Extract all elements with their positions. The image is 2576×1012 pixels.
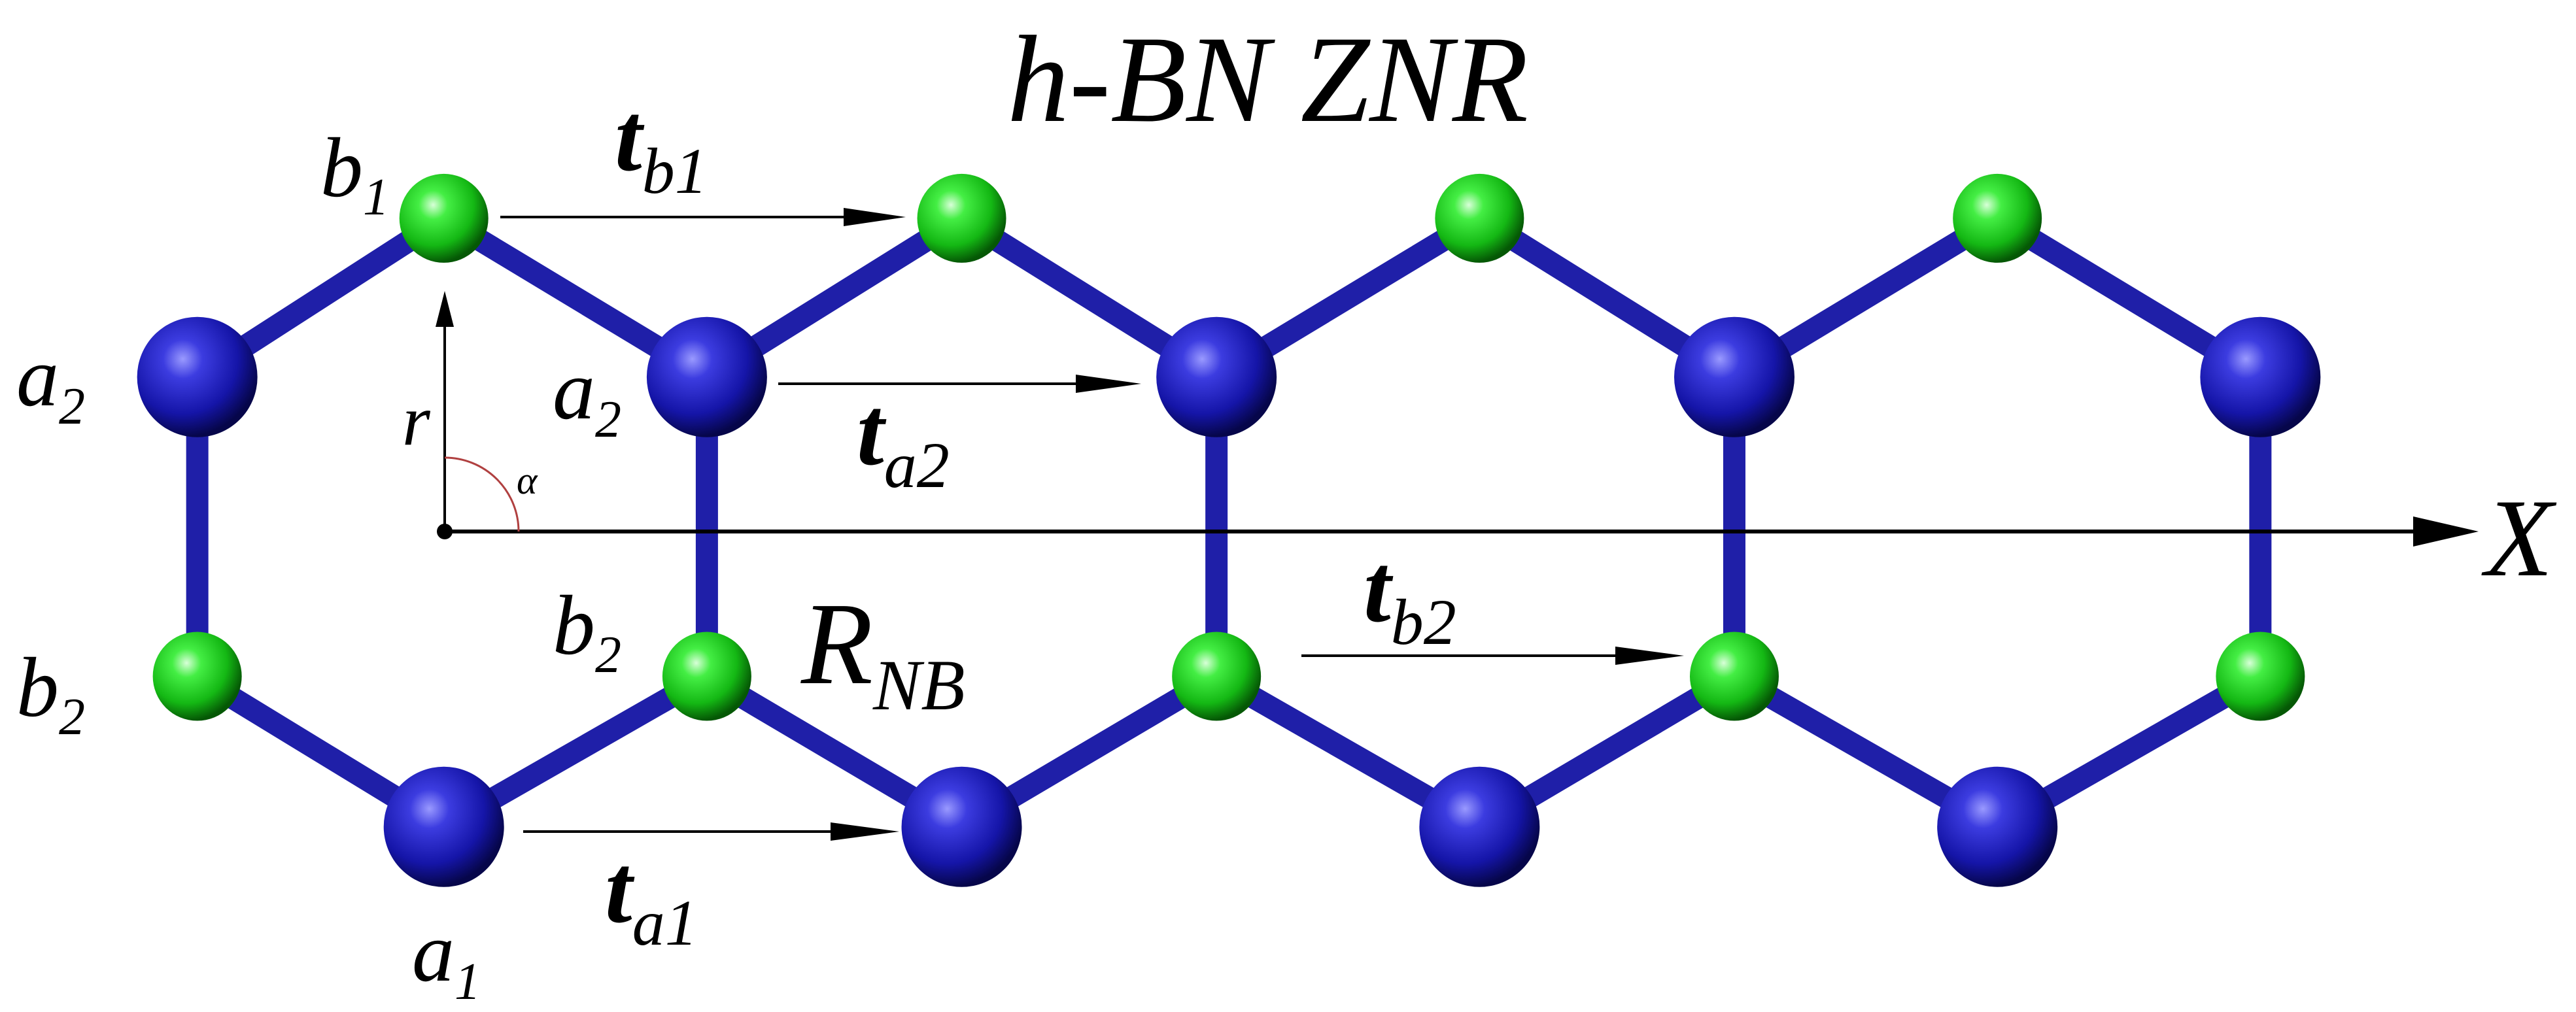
- label-a2-left: a2: [16, 330, 85, 435]
- boron-atom: [1689, 632, 1779, 721]
- nitrogen-atom: [646, 316, 767, 437]
- boron-atom: [399, 173, 489, 263]
- coordinate-system: [436, 291, 2479, 547]
- nitrogen-atom: [901, 766, 1022, 887]
- label-r: r: [402, 380, 431, 460]
- boron-atom: [1172, 632, 1262, 721]
- x-axis-arrowhead-icon: [2413, 516, 2479, 547]
- label-b2-left: b2: [16, 641, 85, 746]
- label-rnb: RNB: [800, 579, 965, 725]
- tb2-arrowhead-icon: [1615, 647, 1684, 665]
- alpha-arc: [444, 456, 520, 532]
- r-vector-arrowhead-icon: [436, 291, 454, 327]
- title-text: h-BN ZNR: [1007, 11, 1528, 148]
- ta1-arrowhead-icon: [831, 822, 899, 841]
- label-alpha: α: [517, 459, 538, 502]
- ta2-arrowhead-icon: [1076, 375, 1141, 393]
- nitrogen-atom: [1419, 766, 1540, 887]
- boron-atom: [662, 632, 751, 721]
- nitrogen-atom: [383, 766, 504, 887]
- label-tb2: tb2: [1364, 534, 1456, 658]
- boron-atom: [152, 632, 242, 721]
- nitrogen-atom: [137, 316, 258, 437]
- label-ta1: ta1: [605, 835, 698, 959]
- label-x-axis: X: [2481, 477, 2557, 599]
- bond-network: [186, 207, 2272, 838]
- boron-atom: [1953, 173, 2042, 263]
- labels: h-BN ZNR b1 a2 a2 r α X b2 b2 RNB: [16, 11, 2557, 1011]
- nitrogen-atom: [1156, 316, 1277, 437]
- label-b1: b1: [320, 121, 389, 226]
- label-a2-mid: a2: [553, 343, 621, 448]
- atom-layer: [137, 173, 2321, 887]
- boron-atom: [917, 173, 1006, 263]
- label-a1: a1: [412, 905, 481, 1011]
- nitrogen-atom: [1937, 766, 2058, 887]
- label-b2-mid: b2: [553, 579, 621, 684]
- boron-atom: [2216, 632, 2305, 721]
- tb1-arrowhead-icon: [844, 208, 906, 226]
- translation-vectors: [500, 208, 1684, 841]
- label-tb1: tb1: [615, 83, 708, 207]
- origin-point: [437, 524, 453, 539]
- nitrogen-atom: [2200, 316, 2321, 437]
- nitrogen-atom: [1674, 316, 1795, 437]
- boron-atom: [1435, 173, 1524, 263]
- label-ta2: ta2: [857, 377, 950, 501]
